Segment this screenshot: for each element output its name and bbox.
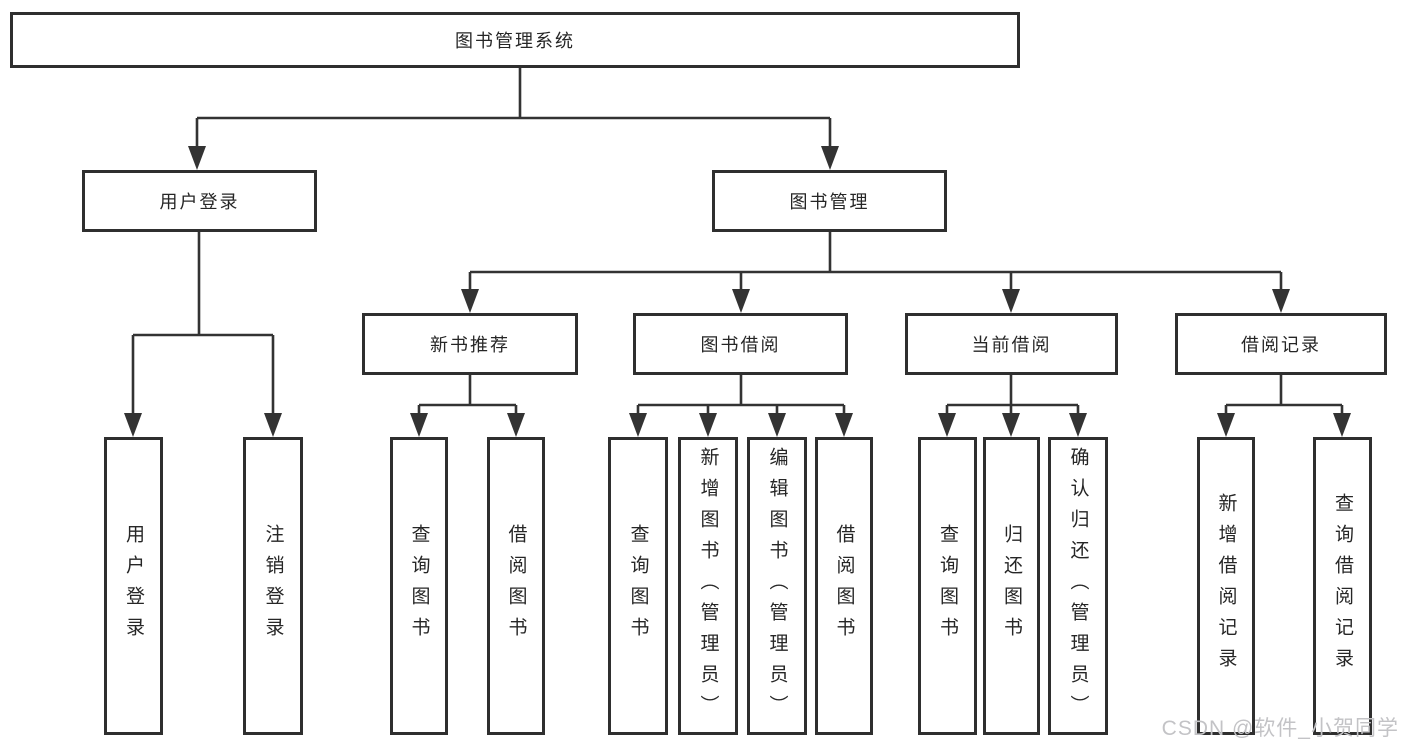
node-label: 归还图书 — [1001, 524, 1022, 648]
node-label: 当前借阅 — [971, 335, 1052, 355]
node-leaf-edit-books-admin: 编辑图书（管理员） — [747, 437, 807, 735]
node-leaf-query-books-borrow: 查询图书 — [608, 437, 668, 735]
node-label: 查询图书 — [937, 524, 958, 648]
node-label: 图书管理 — [789, 192, 870, 212]
arrowhead-icons — [124, 146, 1351, 437]
node-leaf-borrow-books: 借阅图书 — [815, 437, 873, 735]
node-label: 新书推荐 — [430, 335, 510, 355]
node-label: 借阅图书 — [833, 524, 855, 648]
node-label: 查询借阅记录 — [1332, 493, 1353, 679]
node-book-management-branch: 图书管理 — [712, 170, 947, 232]
connector-wire-path — [131, 68, 1344, 418]
node-root-system: 图书管理系统 — [10, 12, 1020, 68]
node-label: 注销登录 — [262, 524, 284, 648]
node-label: 查询图书 — [627, 524, 649, 648]
node-label: 查询图书 — [408, 524, 430, 648]
node-label: 新增图书（管理员） — [697, 446, 719, 726]
node-leaf-query-borrow-record: 查询借阅记录 — [1313, 437, 1372, 735]
node-leaf-query-books-current: 查询图书 — [918, 437, 977, 735]
node-leaf-logout: 注销登录 — [243, 437, 303, 735]
node-label: 用户登录 — [123, 524, 144, 648]
node-label: 确认归还（管理员） — [1067, 446, 1089, 726]
node-label: 编辑图书（管理员） — [766, 446, 788, 726]
node-user-login-branch: 用户登录 — [82, 170, 317, 232]
node-borrow-records: 借阅记录 — [1175, 313, 1387, 375]
node-label: 新增借阅记录 — [1215, 493, 1237, 679]
node-leaf-add-borrow-record: 新增借阅记录 — [1197, 437, 1255, 735]
node-label: 图书借阅 — [700, 335, 781, 355]
node-label: 图书管理系统 — [455, 31, 575, 51]
node-label: 借阅图书 — [505, 524, 527, 648]
node-leaf-borrow-books-recommend: 借阅图书 — [487, 437, 545, 735]
node-label: 用户登录 — [159, 192, 240, 212]
node-new-book-recommend: 新书推荐 — [362, 313, 578, 375]
node-leaf-return-books: 归还图书 — [983, 437, 1040, 735]
csdn-watermark: CSDN @软件_小贺同学 — [1161, 717, 1399, 740]
node-leaf-add-books-admin: 新增图书（管理员） — [678, 437, 738, 735]
node-current-borrow: 当前借阅 — [905, 313, 1118, 375]
node-book-borrow: 图书借阅 — [633, 313, 848, 375]
node-leaf-confirm-return-admin: 确认归还（管理员） — [1048, 437, 1108, 735]
node-label: 借阅记录 — [1241, 335, 1321, 355]
node-leaf-user-login: 用户登录 — [104, 437, 163, 735]
node-leaf-query-books-recommend: 查询图书 — [390, 437, 448, 735]
